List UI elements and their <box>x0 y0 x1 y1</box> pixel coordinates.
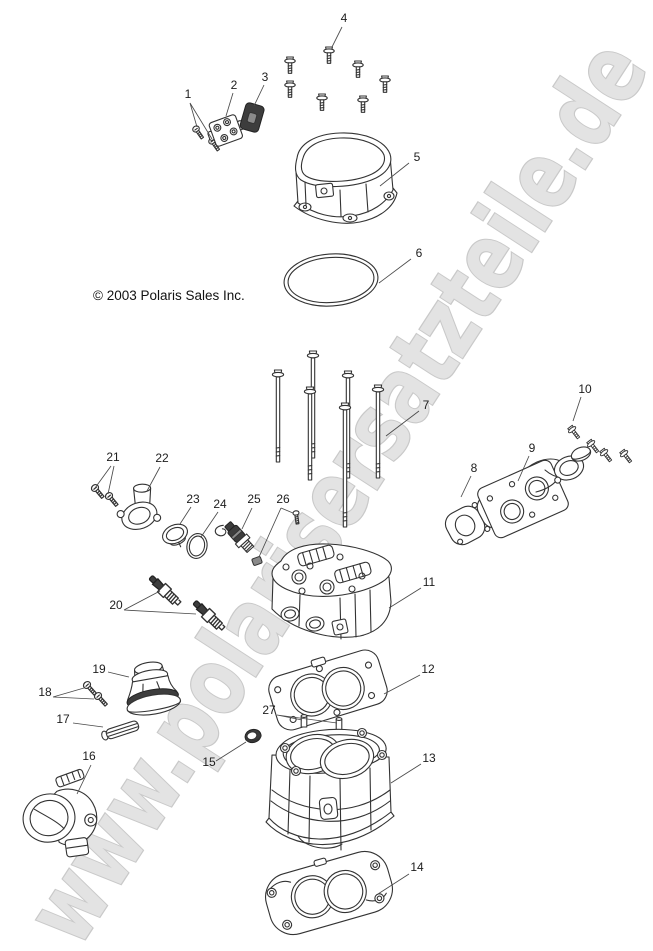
callout-16: 16 <box>82 749 96 763</box>
part-26-bleed-screw <box>251 510 300 566</box>
part-13-cylinder <box>265 727 395 851</box>
callout-7: 7 <box>423 398 430 412</box>
part-18-boot-screws <box>81 679 110 709</box>
part-4-cover-screws <box>284 46 391 113</box>
callout-11: 11 <box>423 575 436 589</box>
part-9-intake-manifold <box>477 446 592 539</box>
leader-2 <box>225 92 234 117</box>
callout-13: 13 <box>422 751 436 765</box>
callout-21: 21 <box>106 450 120 464</box>
part-16-throttle-body <box>22 768 98 858</box>
callout-26: 26 <box>276 492 290 506</box>
leader-10 <box>572 396 582 422</box>
leader-13 <box>390 763 422 784</box>
leader-20 <box>123 590 197 615</box>
callout-5: 5 <box>414 150 421 164</box>
leader-8 <box>460 475 472 498</box>
leader-7 <box>385 410 420 437</box>
callout-1: 1 <box>185 87 192 101</box>
leader-21 <box>94 465 115 495</box>
callout-9: 9 <box>529 441 536 455</box>
leader-14 <box>377 873 410 895</box>
callout-23: 23 <box>186 492 200 506</box>
leader-17 <box>72 722 104 728</box>
part-11-cylinder-head <box>271 543 392 640</box>
callout-25: 25 <box>247 492 261 506</box>
part-21-housing-screws <box>89 482 121 509</box>
callout-17: 17 <box>56 712 70 726</box>
leader-11 <box>388 587 422 609</box>
leader-4 <box>331 26 343 48</box>
callout-27: 27 <box>262 703 276 717</box>
part-23-thermostat <box>162 523 188 548</box>
leader-26 <box>258 507 294 558</box>
part-17-clamp <box>101 720 140 741</box>
leader-5 <box>379 162 410 187</box>
callout-10: 10 <box>578 382 592 396</box>
leader-3 <box>253 84 265 107</box>
part-7-head-bolts <box>271 350 385 528</box>
copyright-text: © 2003 Polaris Sales Inc. <box>93 288 245 303</box>
leader-lines <box>52 26 582 895</box>
callout-19: 19 <box>92 662 106 676</box>
leader-18 <box>52 687 95 700</box>
callout-numbers: 1 2 3 4 5 6 7 8 9 10 11 12 13 14 15 16 1… <box>38 11 592 874</box>
part-19-intake-boot <box>126 661 182 716</box>
callout-3: 3 <box>262 70 269 84</box>
leader-9 <box>517 455 530 482</box>
part-15-cup-plug <box>244 728 262 744</box>
callout-20: 20 <box>109 598 123 612</box>
leader-6 <box>378 258 412 284</box>
callout-8: 8 <box>471 461 478 475</box>
leader-24 <box>200 511 219 538</box>
part-22-thermostat-housing <box>116 483 162 530</box>
part-25-temp-sensor <box>214 521 255 553</box>
callout-24: 24 <box>213 497 227 511</box>
part-6-cover-oring <box>283 253 379 307</box>
part-3-pad-plate <box>239 102 265 133</box>
part-24-oring <box>186 533 208 559</box>
leader-27 <box>276 714 338 724</box>
callout-4: 4 <box>341 11 348 25</box>
callout-18: 18 <box>38 685 52 699</box>
part-5-valve-cover <box>293 132 398 224</box>
leader-25 <box>241 507 253 530</box>
callout-2: 2 <box>231 78 238 92</box>
leader-15 <box>215 741 247 762</box>
leader-1 <box>189 102 213 140</box>
callout-15: 15 <box>202 755 216 769</box>
leader-16 <box>76 764 92 795</box>
callout-14: 14 <box>410 860 424 874</box>
leader-19 <box>107 671 130 678</box>
callout-6: 6 <box>416 246 423 260</box>
leader-22 <box>146 466 161 492</box>
callout-22: 22 <box>155 451 169 465</box>
part-14-base-gasket <box>265 850 393 936</box>
leader-12 <box>383 674 421 695</box>
leader-23 <box>179 506 192 525</box>
callout-12: 12 <box>421 662 435 676</box>
